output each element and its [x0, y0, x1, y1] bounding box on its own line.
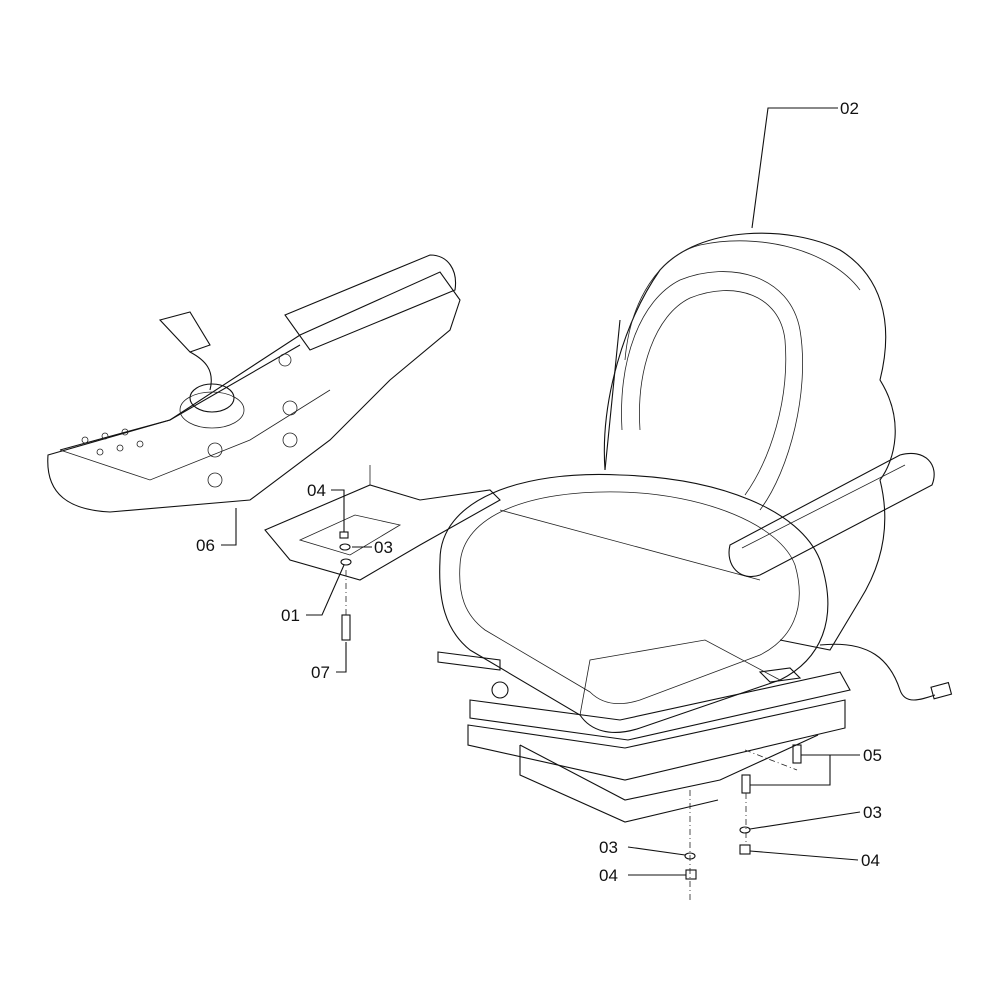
seat-backrest: [603, 232, 896, 651]
seat-suspension: [437, 651, 851, 823]
callout-05: 05: [863, 746, 882, 765]
upper-hardware: [339, 531, 352, 641]
callout-04: 04: [861, 851, 880, 870]
lower-hardware: [684, 744, 802, 900]
seat-cushion: [439, 473, 829, 733]
callout-07: 07: [311, 663, 330, 682]
callout-03: 03: [599, 838, 618, 857]
seat-armrest: [728, 452, 935, 578]
control-console: [47, 254, 461, 513]
seat-cable: [819, 643, 936, 701]
callout-04: 04: [599, 866, 618, 885]
callout-06: 06: [196, 536, 215, 555]
cable-connector: [930, 681, 953, 700]
callout-02: 02: [840, 99, 859, 118]
callout-03: 03: [374, 538, 393, 557]
callout-03: 03: [863, 803, 882, 822]
mounting-bracket: [264, 465, 501, 581]
callout-04: 04: [307, 481, 326, 500]
leader-lines: [221, 107, 861, 876]
callout-01: 01: [281, 606, 300, 625]
